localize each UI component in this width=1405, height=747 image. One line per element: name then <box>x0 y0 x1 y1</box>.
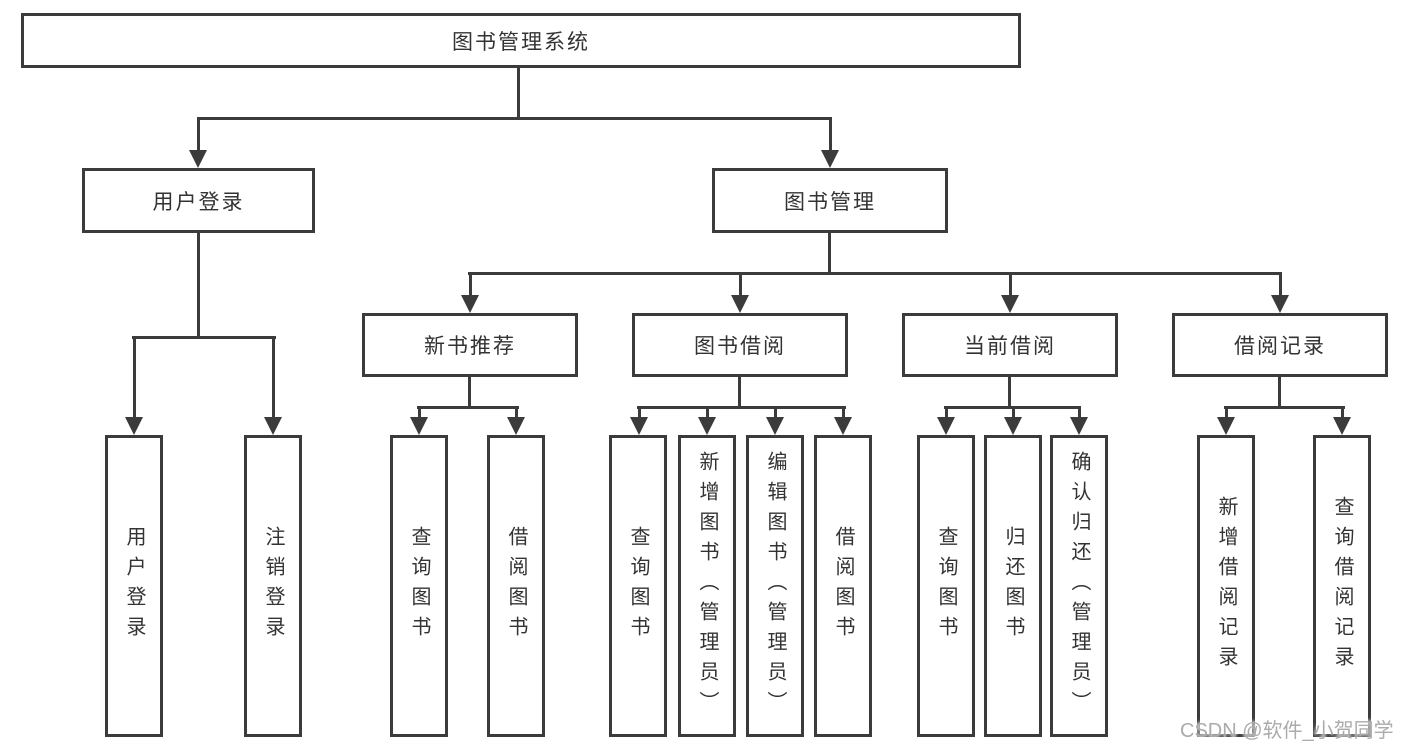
connector-book-management-bar <box>468 272 1282 275</box>
arrow-book-borrow-child-4 <box>834 408 852 435</box>
node-user-login: 用户登录 <box>82 168 315 233</box>
node-book-borrow: 图书借阅 <box>632 313 848 377</box>
arrow-to-book-borrow <box>731 274 749 313</box>
leaf-add-borrow-record: 新增借阅记录 <box>1197 435 1255 737</box>
arrow-book-borrow-child-3 <box>766 408 784 435</box>
leaf-logout: 注销登录 <box>244 435 302 737</box>
connector-root-bar <box>197 117 832 120</box>
leaf-logout-label: 注销登录 <box>262 526 284 646</box>
arrow-current-borrow-child-3 <box>1070 408 1088 435</box>
arrow-book-borrow-child-2 <box>698 408 716 435</box>
arrow-to-new-book-recommend <box>461 274 479 313</box>
arrow-current-borrow-child-1 <box>937 408 955 435</box>
leaf-add-book-admin-label: 新增图书（管理员） <box>696 451 718 721</box>
leaf-user-login: 用户登录 <box>105 435 163 737</box>
leaf-borrow-book-recommend-label: 借阅图书 <box>505 526 527 646</box>
connector-new-book-stem <box>468 375 471 407</box>
leaf-query-book-current: 查询图书 <box>917 435 975 737</box>
arrow-new-book-child-1 <box>410 408 428 435</box>
connector-current-borrow-stem <box>1008 375 1011 407</box>
connector-current-borrow-bar <box>944 406 1081 409</box>
connector-user-login-bar <box>132 336 276 339</box>
leaf-borrow-book-label: 借阅图书 <box>832 526 854 646</box>
connector-root-stem <box>517 66 520 118</box>
leaf-query-borrow-record-label: 查询借阅记录 <box>1331 496 1353 676</box>
arrow-current-borrow-child-2 <box>1004 408 1022 435</box>
connector-new-book-bar <box>417 406 519 409</box>
node-new-book-recommend: 新书推荐 <box>362 313 578 377</box>
arrow-borrow-record-child-1 <box>1217 408 1235 435</box>
leaf-confirm-return-admin-label: 确认归还（管理员） <box>1068 451 1090 721</box>
leaf-query-borrow-record: 查询借阅记录 <box>1313 435 1371 737</box>
connector-user-login-stem <box>197 231 200 337</box>
connector-borrow-record-bar <box>1224 406 1345 409</box>
arrow-to-borrow-record <box>1271 274 1289 313</box>
leaf-confirm-return-admin: 确认归还（管理员） <box>1050 435 1108 737</box>
leaf-query-book-recommend: 查询图书 <box>390 435 448 737</box>
node-borrow-record: 借阅记录 <box>1172 313 1388 377</box>
arrow-to-leaf-logout <box>264 338 282 435</box>
arrow-new-book-child-2 <box>507 408 525 435</box>
leaf-query-book-current-label: 查询图书 <box>935 526 957 646</box>
leaf-edit-book-admin: 编辑图书（管理员） <box>746 435 804 737</box>
leaf-query-book-borrow: 查询图书 <box>609 435 667 737</box>
node-library-management-system: 图书管理系统 <box>21 13 1021 68</box>
leaf-add-book-admin: 新增图书（管理员） <box>678 435 736 737</box>
arrow-to-book-management <box>821 117 839 168</box>
arrow-book-borrow-child-1 <box>630 408 648 435</box>
connector-book-management-stem <box>828 231 831 273</box>
leaf-borrow-book-recommend: 借阅图书 <box>487 435 545 737</box>
arrow-to-current-borrow <box>1001 274 1019 313</box>
node-book-management: 图书管理 <box>712 168 948 233</box>
csdn-watermark: CSDN @软件_小贺同学 <box>1180 720 1394 742</box>
leaf-query-book-recommend-label: 查询图书 <box>408 526 430 646</box>
leaf-edit-book-admin-label: 编辑图书（管理员） <box>764 451 786 721</box>
leaf-return-book: 归还图书 <box>984 435 1042 737</box>
arrow-to-leaf-user-login <box>125 338 143 435</box>
leaf-user-login-label: 用户登录 <box>123 526 145 646</box>
leaf-add-borrow-record-label: 新增借阅记录 <box>1215 496 1237 676</box>
connector-borrow-record-stem <box>1278 375 1281 407</box>
arrow-to-user-login <box>189 117 207 168</box>
leaf-return-book-label: 归还图书 <box>1002 526 1024 646</box>
node-current-borrow: 当前借阅 <box>902 313 1118 377</box>
connector-book-borrow-bar <box>637 406 846 409</box>
leaf-query-book-borrow-label: 查询图书 <box>627 526 649 646</box>
connector-book-borrow-stem <box>738 375 741 407</box>
leaf-borrow-book: 借阅图书 <box>814 435 872 737</box>
arrow-borrow-record-child-2 <box>1333 408 1351 435</box>
